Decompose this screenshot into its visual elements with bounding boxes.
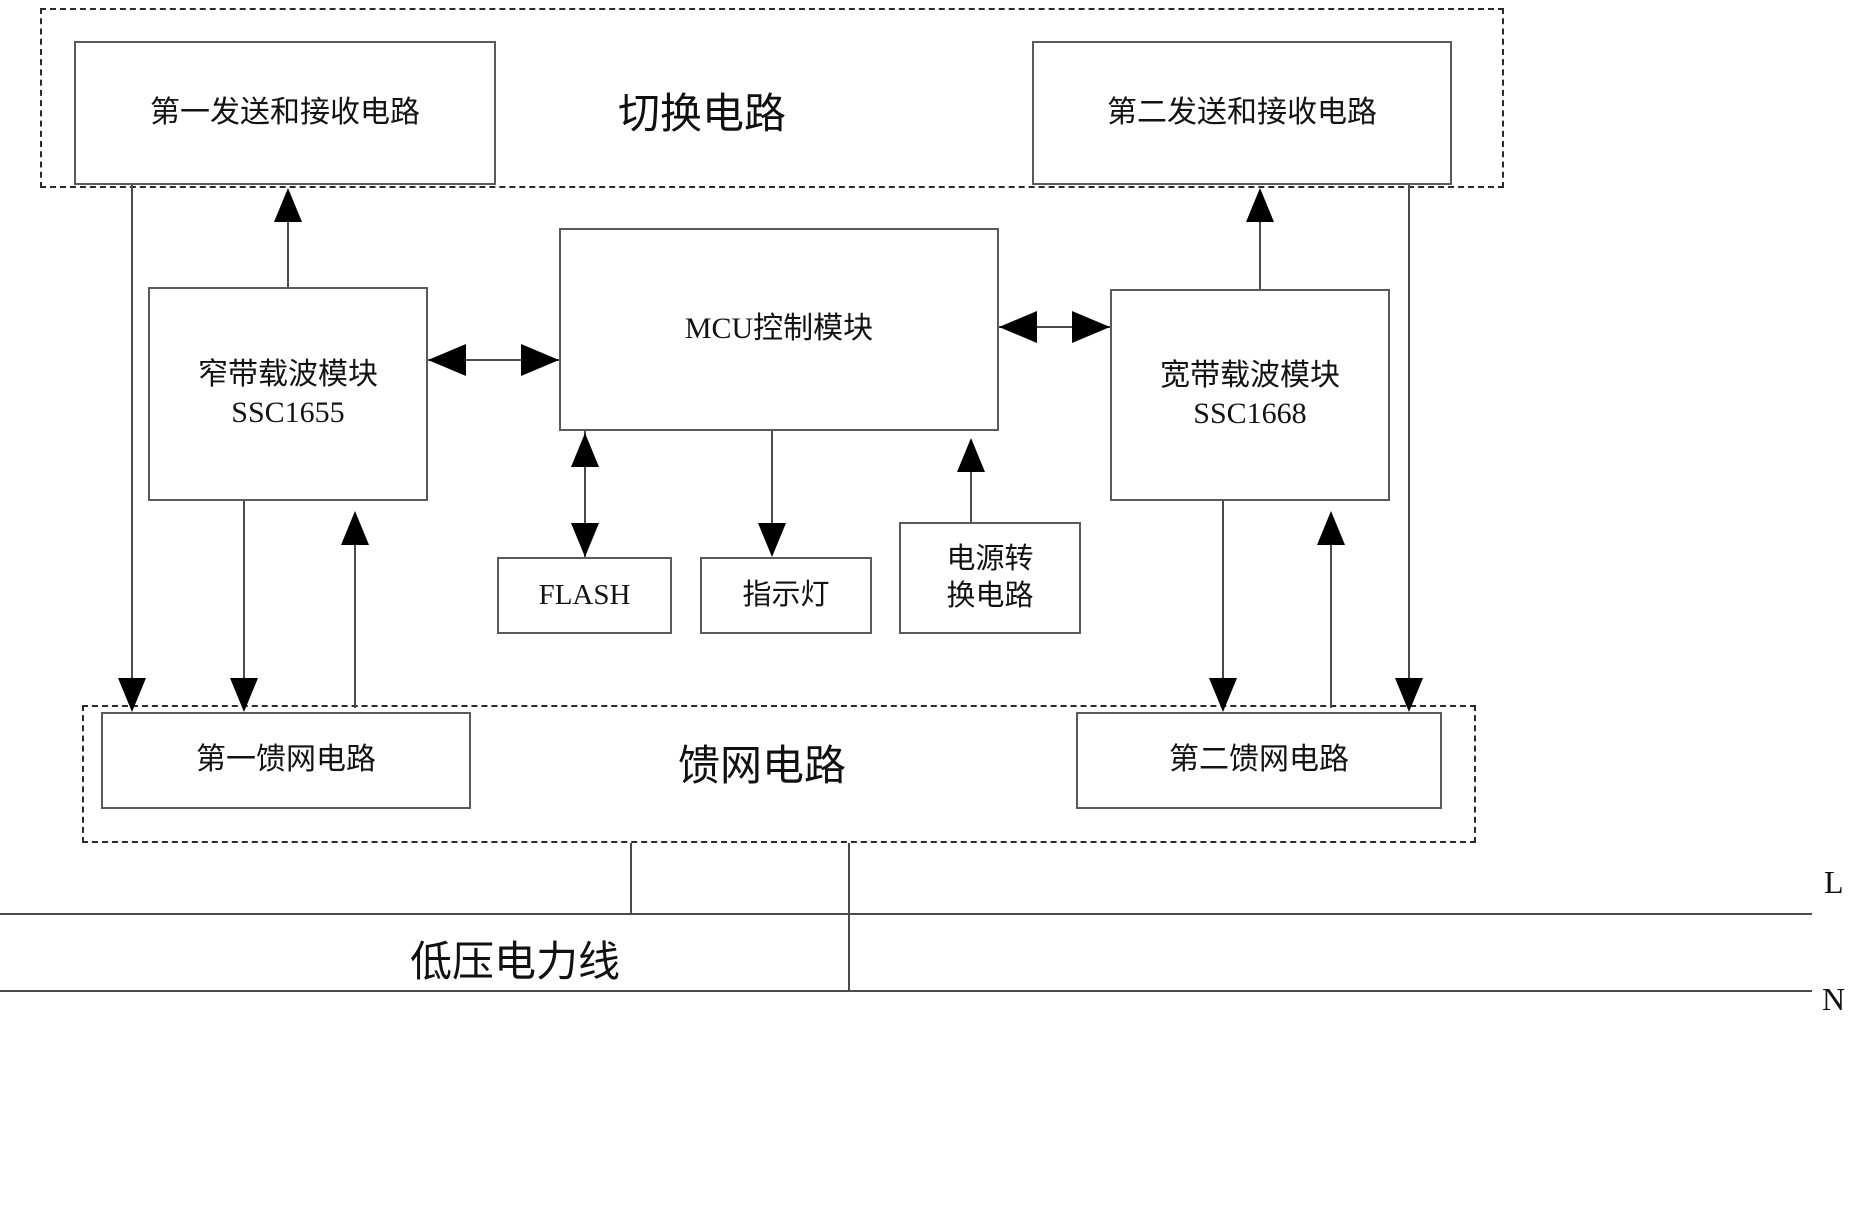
connector-feed-to-powerline-left — [630, 843, 632, 914]
indicator-light-box[interactable]: 指示灯 — [700, 557, 872, 634]
arrowhead-tx2-to-feed2 — [1395, 678, 1423, 712]
connector-narrowband-to-tx1 — [287, 222, 289, 288]
flash-label: FLASH — [538, 578, 631, 611]
connector-narrowband-mcu — [428, 359, 559, 361]
arrowhead-narrowband-to-mcu — [521, 344, 559, 376]
connector-feed1-to-narrowband — [354, 545, 356, 708]
first-feed-network-circuit-label: 第一馈网电路 — [196, 743, 376, 777]
arrowhead-feed1-to-narrowband — [341, 511, 369, 545]
powerline-L — [0, 913, 1812, 915]
connector-feed-to-powerline-right — [848, 843, 850, 991]
arrowhead-flash-to-mcu — [571, 433, 599, 467]
arrowhead-broadband-to-tx2 — [1246, 188, 1274, 222]
power-conversion-circuit-box[interactable]: 电源转 换电路 — [899, 522, 1081, 634]
first-transmit-receive-circuit-box[interactable]: 第一发送和接收电路 — [74, 41, 496, 185]
second-transmit-receive-circuit-label: 第二发送和接收电路 — [1107, 95, 1377, 129]
arrowhead-broadband-to-feed2 — [1209, 678, 1237, 712]
connector-feed2-to-broadband — [1330, 545, 1332, 708]
arrowhead-mcu-to-broadband — [1072, 311, 1110, 343]
powerline-N — [0, 990, 1812, 992]
feed-network-region — [82, 705, 1476, 843]
connector-tx1-to-feed1 — [131, 185, 133, 680]
powerline-label: 低压电力线 — [410, 940, 621, 986]
second-feed-network-circuit-label: 第二馈网电路 — [1169, 743, 1349, 777]
terminal-label-L: L — [1824, 864, 1844, 900]
connector-mcu-flash — [584, 431, 586, 557]
switching-circuit-title: 切换电路 — [618, 92, 787, 138]
indicator-light-label: 指示灯 — [742, 578, 830, 611]
second-feed-network-circuit-box[interactable]: 第二馈网电路 — [1076, 712, 1442, 809]
first-transmit-receive-circuit-label: 第一发送和接收电路 — [150, 95, 420, 129]
feed-network-title: 馈网电路 — [678, 744, 847, 790]
arrowhead-mcu-to-flash — [571, 523, 599, 557]
broadband-carrier-module-box[interactable]: 宽带载波模块 SSC1668 — [1110, 289, 1390, 501]
arrowhead-power-to-mcu — [957, 438, 985, 472]
power-conversion-circuit-label: 电源转 换电路 — [946, 542, 1034, 612]
connector-broadband-to-tx2 — [1259, 222, 1261, 290]
broadband-carrier-module-label: 宽带载波模块 SSC1668 — [1160, 358, 1340, 430]
flash-box[interactable]: FLASH — [497, 557, 672, 634]
arrowhead-broadband-to-mcu — [999, 311, 1037, 343]
connector-power-to-mcu — [970, 470, 972, 525]
narrowband-carrier-module-box[interactable]: 窄带载波模块 SSC1655 — [148, 287, 428, 501]
second-transmit-receive-circuit-box[interactable]: 第二发送和接收电路 — [1032, 41, 1452, 185]
arrowhead-tx1-to-feed1 — [118, 678, 146, 712]
connector-mcu-to-indicator — [771, 431, 773, 526]
arrowhead-mcu-to-indicator — [758, 523, 786, 557]
mcu-control-module-label: MCU控制模块 — [684, 312, 874, 346]
connector-narrowband-to-feed1 — [243, 501, 245, 681]
arrowhead-narrowband-to-tx1 — [274, 188, 302, 222]
switching-circuit-region — [40, 8, 1504, 188]
arrowhead-feed2-to-broadband — [1317, 511, 1345, 545]
connector-broadband-to-feed2 — [1222, 501, 1224, 681]
first-feed-network-circuit-box[interactable]: 第一馈网电路 — [101, 712, 471, 809]
arrowhead-narrowband-to-feed1 — [230, 678, 258, 712]
arrowhead-mcu-to-narrowband — [428, 344, 466, 376]
terminal-label-N: N — [1822, 981, 1846, 1017]
connector-mcu-broadband — [999, 326, 1110, 328]
narrowband-carrier-module-label: 窄带载波模块 SSC1655 — [198, 357, 378, 429]
mcu-control-module-box[interactable]: MCU控制模块 — [559, 228, 999, 431]
connector-tx2-to-feed2 — [1408, 185, 1410, 680]
